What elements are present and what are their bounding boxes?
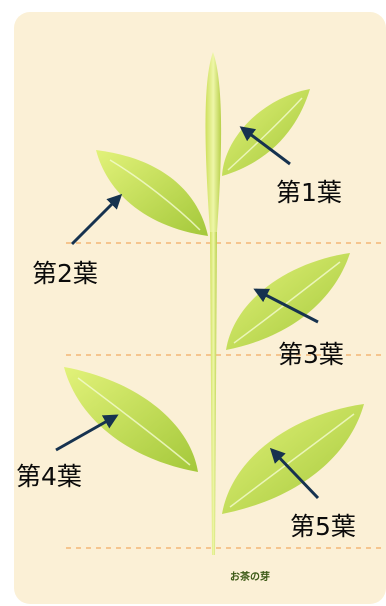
arrow-leaf-1 [239, 126, 291, 166]
leaf-3 [226, 253, 350, 350]
arrow-leaf-4 [55, 414, 119, 452]
leaf-2 [96, 150, 208, 236]
label-leaf-1: 第1葉 [276, 178, 342, 207]
arrow-leaf-5 [269, 447, 320, 500]
arrow-leaf-2 [70, 193, 123, 246]
leaf-1 [222, 89, 310, 176]
stem [210, 230, 217, 555]
caption: お茶の芽 [230, 572, 270, 583]
label-leaf-2: 第2葉 [32, 259, 98, 288]
label-leaf-4: 第4葉 [16, 462, 82, 491]
label-leaf-3: 第3葉 [278, 340, 344, 369]
leaf-5 [222, 404, 364, 514]
arrow-leaf-3 [253, 288, 319, 324]
label-leaf-5: 第5葉 [290, 512, 356, 541]
terminal-bud [205, 52, 222, 232]
leaf-4 [64, 367, 198, 472]
